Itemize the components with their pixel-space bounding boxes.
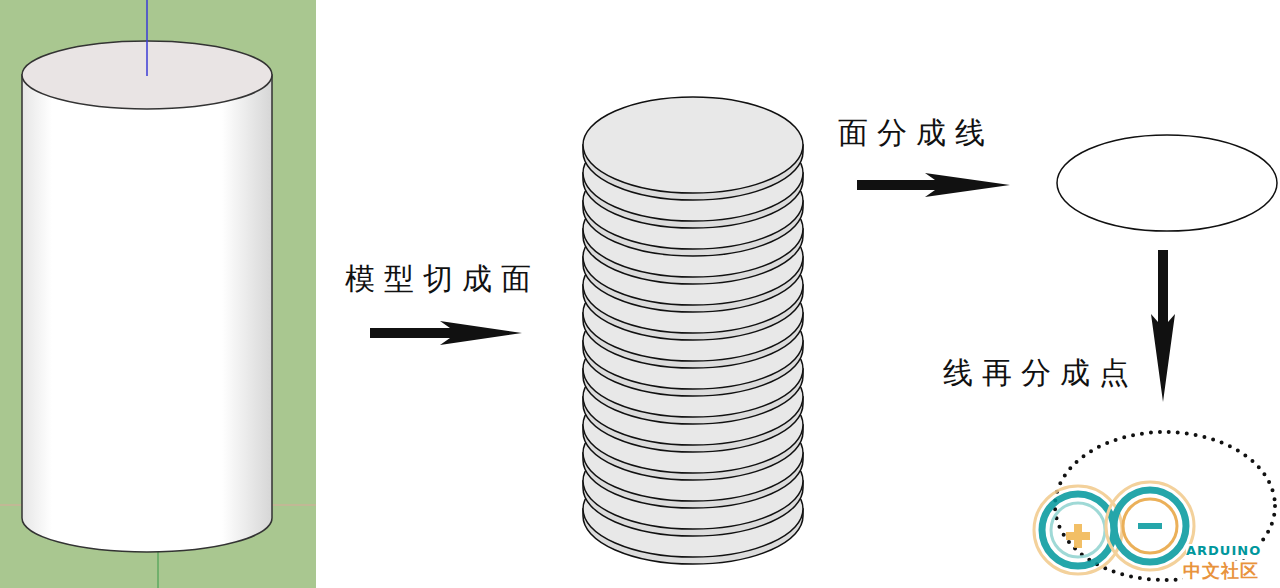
logo-minus [1138,523,1162,529]
right-arrow [857,173,1010,197]
model-background [0,0,316,588]
down-arrow [1151,250,1175,402]
logo-ring [1051,503,1105,557]
logo-plus [1066,524,1090,548]
step-label: 线再分成点 [943,356,1138,391]
logo-ring [1123,499,1177,553]
axis-line [146,0,148,76]
logo-ring [1114,490,1186,562]
slice-stack [583,97,803,564]
logo-ring [1106,482,1194,570]
watermark-text: ARDUINO [1186,544,1261,559]
logo-ring [1034,486,1122,574]
watermark-text: 中文社区 [1183,561,1259,582]
slice-disc [583,97,803,193]
cylinder-body [22,75,272,552]
step-label: 模型切成面 [345,262,540,297]
step-label: 面分成线 [838,116,994,151]
watermark-logo [1034,482,1194,574]
outline-ellipse [1057,135,1277,231]
right-arrow [370,321,522,345]
logo-ring [1042,494,1114,566]
